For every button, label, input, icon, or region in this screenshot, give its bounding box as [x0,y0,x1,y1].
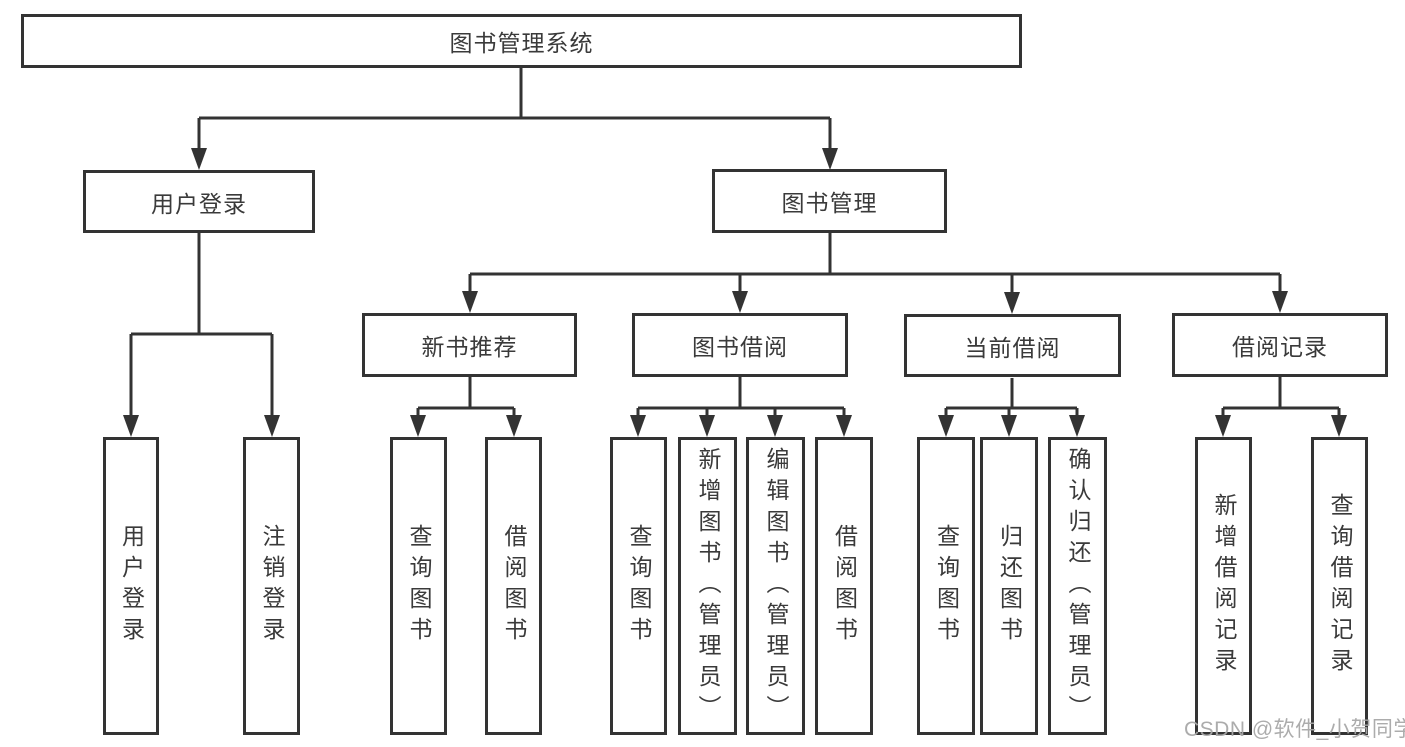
node-current-borrowing: 当前借阅 [904,314,1121,377]
node-leaf-rec-query-books-label: 查询图书 [406,524,432,648]
node-leaf-confirm-return-admin-label: 确认归还（管理员） [1065,446,1091,726]
node-leaf-borrow-books: 借阅图书 [815,437,873,735]
node-leaf-logout: 注销登录 [243,437,300,735]
node-borrow-records-label: 借阅记录 [1232,334,1328,360]
csdn-watermark: CSDN @软件_小贺同学 [1184,718,1405,741]
node-leaf-add-borrow-record-label: 新增借阅记录 [1211,493,1237,679]
node-borrow-records: 借阅记录 [1172,313,1388,377]
node-leaf-return-books: 归还图书 [980,437,1038,735]
node-leaf-confirm-return-admin: 确认归还（管理员） [1048,437,1107,735]
node-leaf-add-books-admin: 新增图书（管理员） [678,437,737,735]
node-book-management: 图书管理 [712,169,947,233]
node-leaf-logout-label: 注销登录 [259,524,285,648]
node-leaf-current-query-books-label: 查询图书 [933,524,960,648]
node-new-book-recommend-label: 新书推荐 [421,334,518,360]
arrowheads [123,148,1347,437]
node-book-management-label: 图书管理 [781,190,878,216]
node-leaf-return-books-label: 归还图书 [996,524,1023,648]
node-leaf-borrow-query-books-label: 查询图书 [626,524,652,648]
node-user-login-label: 用户登录 [151,190,247,217]
node-leaf-add-borrow-record: 新增借阅记录 [1195,437,1252,735]
node-leaf-rec-borrow-books: 借阅图书 [485,437,542,735]
node-root-label: 图书管理系统 [449,30,594,56]
node-leaf-rec-query-books: 查询图书 [390,437,447,735]
node-leaf-current-query-books: 查询图书 [917,437,975,735]
node-leaf-edit-books-admin-label: 编辑图书（管理员） [763,446,789,726]
node-leaf-add-books-admin-label: 新增图书（管理员） [695,446,721,726]
node-book-borrowing: 图书借阅 [632,313,848,377]
node-root: 图书管理系统 [21,14,1022,68]
node-leaf-borrow-query-books: 查询图书 [610,437,667,735]
node-leaf-borrow-books-label: 借阅图书 [831,524,858,648]
node-leaf-edit-books-admin: 编辑图书（管理员） [746,437,805,735]
node-book-borrowing-label: 图书借阅 [692,334,788,360]
node-leaf-user-login-label: 用户登录 [118,524,145,648]
node-current-borrowing-label: 当前借阅 [964,334,1061,361]
node-user-login: 用户登录 [83,170,315,233]
node-leaf-user-login: 用户登录 [103,437,159,735]
node-leaf-query-borrow-record-label: 查询借阅记录 [1327,493,1353,679]
node-leaf-rec-borrow-books-label: 借阅图书 [501,524,527,648]
node-leaf-query-borrow-record: 查询借阅记录 [1311,437,1368,735]
node-new-book-recommend: 新书推荐 [362,313,577,377]
